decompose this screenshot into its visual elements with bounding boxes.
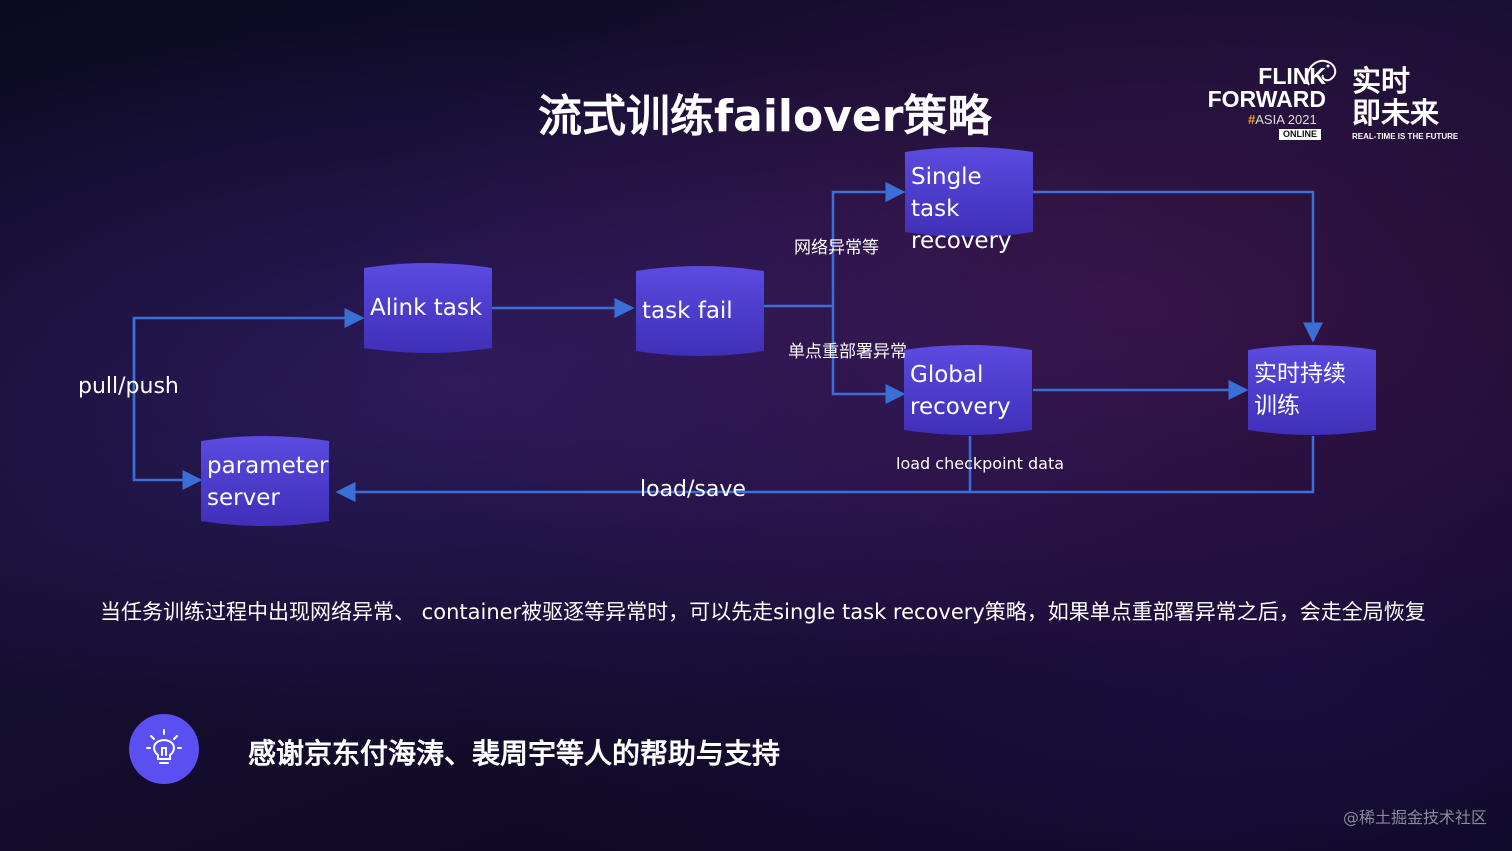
page-title: 流式训练failover策略: [538, 91, 992, 142]
lightbulb-icon: [146, 729, 182, 764]
node-single-task-recovery: Single task recovery: [905, 146, 1033, 254]
node-realtime-training: 实时持续 训练: [1248, 344, 1376, 436]
node-parameter-server: parameter server: [201, 435, 329, 527]
description-paragraph: 当任务训练过程中出现网络异常、 container被驱逐等异常时，可以先走sin…: [100, 600, 1426, 624]
logo-chinese: 实时 即未来: [1352, 64, 1440, 130]
edge-single-to-realtime: [1033, 190, 1323, 343]
label-pull-push: pull/push: [78, 374, 179, 399]
edge-to-single-recovery: [831, 182, 906, 306]
label-load-save: load/save: [640, 477, 746, 502]
node-global-recovery: Global recovery: [904, 344, 1032, 436]
logo-tagline: REAL-TIME IS THE FUTURE: [1352, 132, 1459, 141]
label-load-checkpoint: load checkpoint data: [896, 454, 1065, 473]
label-single-redeploy-exception: 单点重部署异常: [788, 342, 907, 362]
edge-to-global-recovery: [831, 306, 906, 404]
node-task-fail: task fail: [636, 265, 764, 357]
logo-online-badge: ONLINE: [1279, 129, 1322, 140]
logo-event: #ASIA 2021: [1248, 112, 1317, 127]
edge-realtime-load-save: [335, 436, 1315, 502]
watermark: @稀土掘金技术社区: [1342, 808, 1487, 827]
label-network-exception: 网络异常等: [794, 238, 879, 258]
lightbulb-badge: [129, 714, 199, 784]
flink-forward-logo: FLINK FORWARD #ASIA 2021 ONLINE 实时 即未来 R…: [1196, 55, 1458, 150]
thanks-text: 感谢京东付海涛、裴周宇等人的帮助与支持: [248, 737, 781, 770]
squirrel-icon: [1306, 59, 1337, 86]
node-alink-task: Alink task: [364, 262, 492, 354]
edge-pull-push-down: [132, 318, 203, 490]
